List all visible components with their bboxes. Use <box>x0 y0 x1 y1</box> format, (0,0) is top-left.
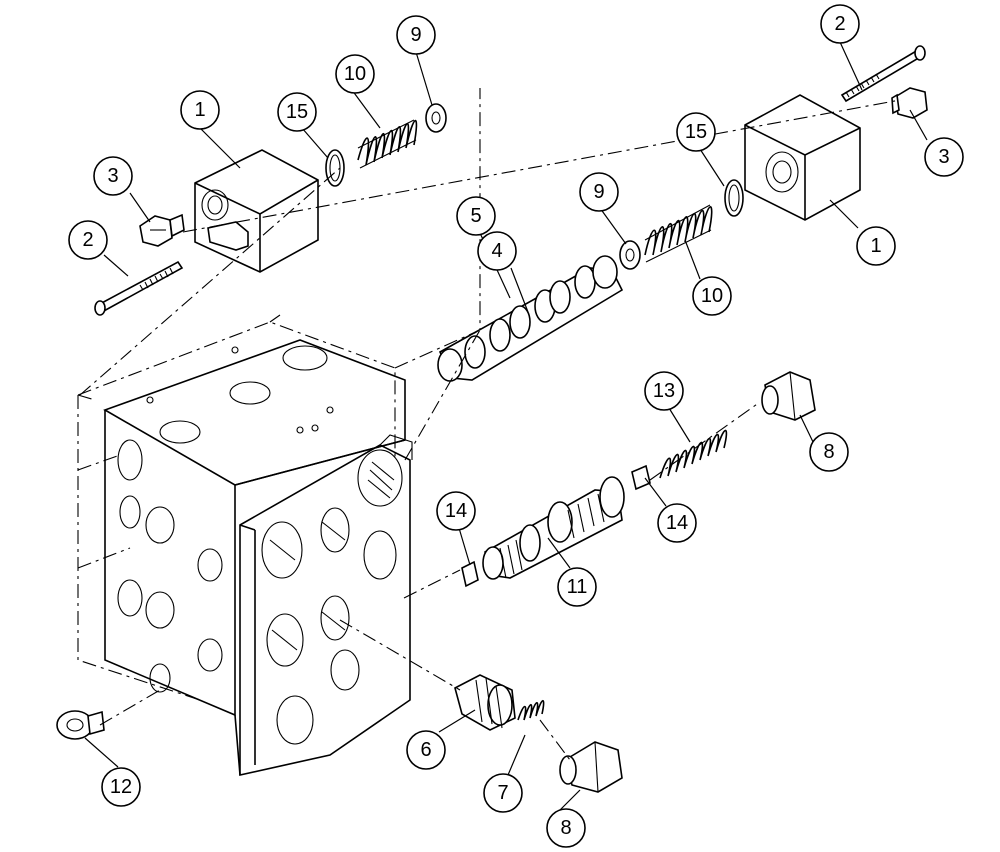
svg-text:6: 6 <box>420 739 431 761</box>
callout-8-lower: 8 <box>546 808 586 848</box>
spool <box>437 255 624 382</box>
svg-text:8: 8 <box>823 441 834 463</box>
plug-upper <box>761 371 816 421</box>
callout-3-left: 3 <box>93 156 133 196</box>
plug-12 <box>56 710 105 740</box>
washer-left <box>425 103 447 133</box>
end-cap-left <box>194 149 319 273</box>
callout-2-right: 2 <box>820 4 860 44</box>
svg-text:9: 9 <box>593 181 604 203</box>
relief-valve-6 <box>454 674 516 731</box>
washer-right <box>619 240 641 270</box>
callout-3-right: 3 <box>924 137 964 177</box>
svg-text:4: 4 <box>491 240 502 262</box>
valve-body <box>77 88 481 776</box>
washer-left-hole <box>431 111 441 125</box>
svg-text:10: 10 <box>701 285 723 307</box>
svg-text:11: 11 <box>567 576 588 598</box>
plug-lower <box>559 741 623 793</box>
relief-spring <box>659 429 728 479</box>
spring-upper-left <box>357 119 418 169</box>
callout-12: 12 <box>101 767 141 807</box>
svg-text:3: 3 <box>107 165 118 187</box>
callout-14-left: 14 <box>436 491 476 531</box>
svg-text:1: 1 <box>194 99 205 121</box>
callout-1-upper-left: 1 <box>180 90 220 130</box>
seal-ring-right-inner <box>728 184 740 212</box>
svg-text:9: 9 <box>410 24 421 46</box>
svg-text:10: 10 <box>344 63 366 85</box>
callout-10-right: 10 <box>692 276 732 316</box>
callout-6: 6 <box>406 730 446 770</box>
spring-upper-right <box>644 204 713 263</box>
bolt-upper-right <box>840 45 926 103</box>
svg-text:1: 1 <box>870 235 881 257</box>
callout-15-right: 15 <box>676 112 716 152</box>
callout-leaders <box>84 41 928 811</box>
bolt-lower-left <box>94 260 184 316</box>
callout-9-upper-left: 9 <box>396 15 436 55</box>
callout-14-right: 14 <box>657 503 697 543</box>
callout-4: 4 <box>477 231 517 271</box>
svg-text:14: 14 <box>445 500 467 522</box>
callout-13: 13 <box>644 371 684 411</box>
callout-8-upper: 8 <box>809 432 849 472</box>
svg-text:15: 15 <box>685 121 707 143</box>
svg-text:13: 13 <box>653 380 675 402</box>
spring-7 <box>517 699 545 721</box>
svg-text:2: 2 <box>82 229 93 251</box>
callout-5: 5 <box>456 196 496 236</box>
orifice-plug-right <box>631 464 651 491</box>
callout-15-upper-left: 15 <box>277 92 317 132</box>
callout-11: 11 <box>557 567 597 607</box>
relief-valve-cartridge <box>482 476 625 580</box>
svg-text:12: 12 <box>110 776 132 798</box>
callout-9-right: 9 <box>579 172 619 212</box>
svg-text:15: 15 <box>286 101 308 123</box>
orifice-plug-left <box>461 560 479 588</box>
callout-1-right: 1 <box>856 226 896 266</box>
seal-ring-right <box>724 179 744 217</box>
end-cap-right <box>744 94 861 221</box>
svg-text:5: 5 <box>470 205 481 227</box>
washer-right-hole <box>625 248 635 262</box>
svg-text:8: 8 <box>560 817 571 839</box>
svg-text:2: 2 <box>834 13 845 35</box>
svg-text:7: 7 <box>497 782 508 804</box>
svg-text:14: 14 <box>666 512 688 534</box>
fitting-right <box>891 87 928 119</box>
callout-10-upper-left: 10 <box>335 54 375 94</box>
callout-7: 7 <box>483 773 523 813</box>
callout-2-left: 2 <box>68 220 108 260</box>
fitting-left <box>139 213 185 247</box>
svg-text:3: 3 <box>938 146 949 168</box>
